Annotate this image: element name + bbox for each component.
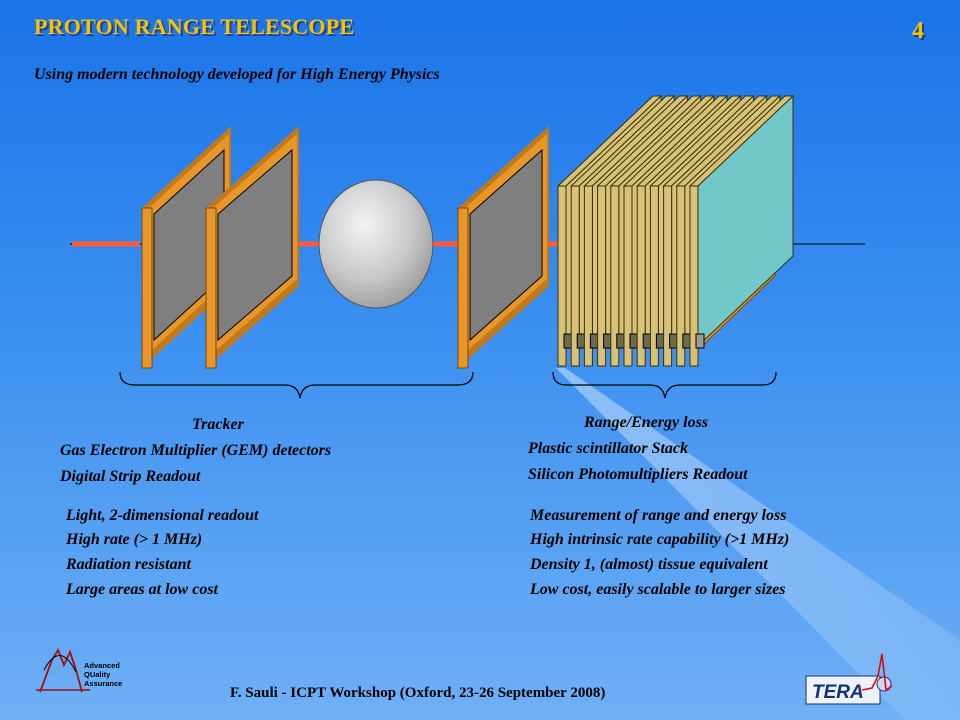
- tera-logo-text: TERA: [812, 682, 864, 703]
- aqa-logo-line-1: Advanced: [84, 661, 120, 670]
- range-heading: Range/Energy loss: [584, 414, 709, 431]
- light-wedge: [556, 368, 960, 720]
- range-feature-4: Low cost, easily scalable to larger size…: [530, 581, 786, 598]
- range-line-2: Silicon Photomultipliers Readout: [528, 466, 748, 483]
- tera-logo: TERA: [805, 653, 893, 705]
- aqa-logo-line-2: QUality: [84, 670, 111, 679]
- page-subtitle: Using modern technology developed for Hi…: [34, 66, 440, 83]
- page-title: PROTON RANGE TELESCOPE: [34, 14, 355, 39]
- scintillator-slab: [688, 94, 795, 367]
- range-brace: [552, 371, 777, 399]
- gem-detector-2: [205, 126, 299, 369]
- tracker-heading: Tracker: [192, 416, 244, 433]
- tracker-brace: [119, 371, 474, 399]
- range-feature-2: High intrinsic rate capability (>1 MHz): [530, 531, 790, 548]
- gem-detector-3: [457, 126, 549, 369]
- tracker-feature-4: Large areas at low cost: [66, 581, 218, 598]
- gem-detector-1: [141, 126, 231, 369]
- range-feature-3: Density 1, (almost) tissue equivalent: [530, 556, 768, 573]
- range-line-1: Plastic scintillator Stack: [528, 440, 689, 457]
- tracker-feature-3: Radiation resistant: [66, 556, 191, 573]
- tracker-line-2: Digital Strip Readout: [60, 468, 201, 485]
- range-feature-1: Measurement of range and energy loss: [530, 507, 787, 524]
- tracker-line-1: Gas Electron Multiplier (GEM) detectors: [60, 442, 332, 459]
- footer-credit: F. Sauli - ICPT Workshop (Oxford, 23-26 …: [230, 685, 606, 701]
- tracker-feature-2: High rate (> 1 MHz): [66, 531, 203, 548]
- aqa-logo-line-3: Assurance: [84, 679, 122, 688]
- slide-number: 4: [912, 18, 924, 44]
- tracker-feature-1: Light, 2-dimensional readout: [66, 507, 259, 524]
- aqa-logo: Advanced QUality Assurance: [36, 647, 122, 693]
- scintillator-stack: [556, 94, 795, 367]
- phantom-sphere: [318, 179, 434, 309]
